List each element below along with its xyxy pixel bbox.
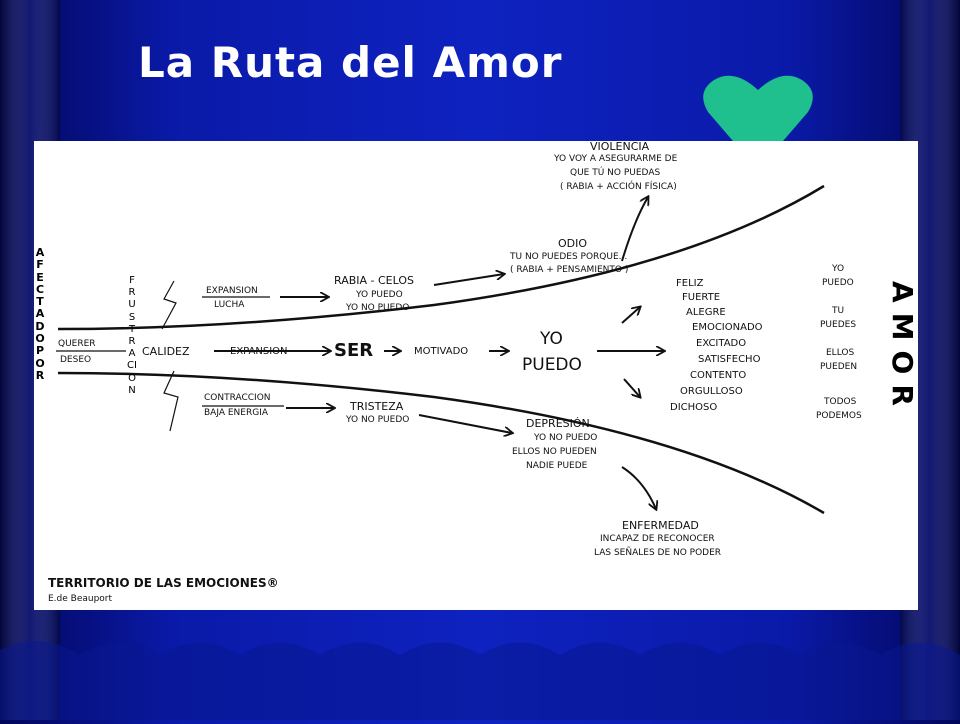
emotion-item: EXCITADO <box>696 338 747 349</box>
diagram-lines <box>56 184 825 515</box>
emotion-item: CONTENTO <box>690 370 747 381</box>
rabia-l2: YO NO PUEDO <box>346 303 410 313</box>
right-podemos: PODEMOS <box>816 411 862 421</box>
right-puedes: PUEDES <box>820 320 857 330</box>
right-puedo: PUEDO <box>822 278 854 288</box>
depresion-title: DEPRESIÓN <box>526 417 590 430</box>
emotion-item: ALEGRE <box>686 307 726 318</box>
footer-author: E.de Beauport <box>48 594 113 604</box>
expansion-main-label: EXPANSION <box>230 346 288 357</box>
yo-label: YO <box>540 329 563 349</box>
emotion-item: SATISFECHO <box>698 354 761 365</box>
upper-branch-lucha: LUCHA <box>214 300 245 310</box>
enfermedad-l2: LAS SEÑALES DE NO PODER <box>594 548 722 558</box>
violencia-l1: YO VOY A ASEGURARME DE <box>554 154 678 164</box>
depresion-l1: YO NO PUEDO <box>534 433 598 443</box>
depresion-l2: ELLOS NO PUEDEN <box>512 447 597 457</box>
ser-label: SER <box>334 340 374 361</box>
odio-l2: ( RABIA + PENSAMIENTO ) <box>510 265 629 275</box>
emotions-diagram: AFECTADO POR FRUSTRACION QUERER DESEO CA… <box>34 141 918 610</box>
right-ellos: ELLOS <box>826 348 855 358</box>
upper-curve <box>57 184 825 331</box>
violencia-title: VIOLENCIA <box>590 141 650 153</box>
emotion-item: EMOCIONADO <box>692 322 763 333</box>
heart-icon <box>703 75 813 170</box>
violencia-l2: QUE TÚ NO PUEDAS <box>570 168 661 178</box>
rabia-l1: YO PUEDO <box>356 290 403 300</box>
afectado-por-label: AFECTADO POR <box>35 246 45 382</box>
emotion-item: DICHOSO <box>670 402 718 413</box>
footer-title: TERRITORIO DE LAS EMOCIONES® <box>48 576 279 590</box>
enfermedad-title: ENFERMEDAD <box>622 519 699 532</box>
rabia-title: RABIA - CELOS <box>334 274 415 287</box>
odio-l1: TU NO PUEDES PORQUE... <box>510 252 628 262</box>
querer-label: QUERER <box>58 339 96 349</box>
tristeza-title: TRISTEZA <box>350 400 404 413</box>
slide-title: La Ruta del Amor <box>138 38 563 87</box>
frustracion-label: FRUSTRACION <box>127 275 137 396</box>
enfermedad-l1: INCAPAZ DE RECONOCER <box>600 534 715 544</box>
deseo-label: DESEO <box>60 355 92 365</box>
tristeza-l1: YO NO PUEDO <box>346 415 410 425</box>
emotion-item: FUERTE <box>682 292 721 303</box>
puedo-label: PUEDO <box>522 355 582 375</box>
motivado-label: MOTIVADO <box>414 346 469 357</box>
calidez-label: CALIDEZ <box>142 345 190 358</box>
lower-curve <box>57 371 825 515</box>
right-yo: YO <box>832 264 845 274</box>
upper-branch-expansion: EXPANSION <box>206 286 258 296</box>
emotion-item: ORGULLOSO <box>680 386 743 397</box>
emotion-item: FELIZ <box>676 278 704 289</box>
depresion-l3: NADIE PUEDE <box>526 461 588 471</box>
right-pueden: PUEDEN <box>820 362 858 372</box>
odio-title: ODIO <box>558 237 588 250</box>
right-todos: TODOS <box>824 397 857 407</box>
amor-label: AMOR <box>886 281 918 416</box>
right-tu: TU <box>832 306 845 316</box>
lower-branch-contraccion: CONTRACCION <box>204 393 271 403</box>
violencia-l3: ( RABIA + ACCIÓN FÍSICA) <box>560 182 677 192</box>
lower-branch-baja-energia: BAJA ENERGIA <box>204 408 268 418</box>
